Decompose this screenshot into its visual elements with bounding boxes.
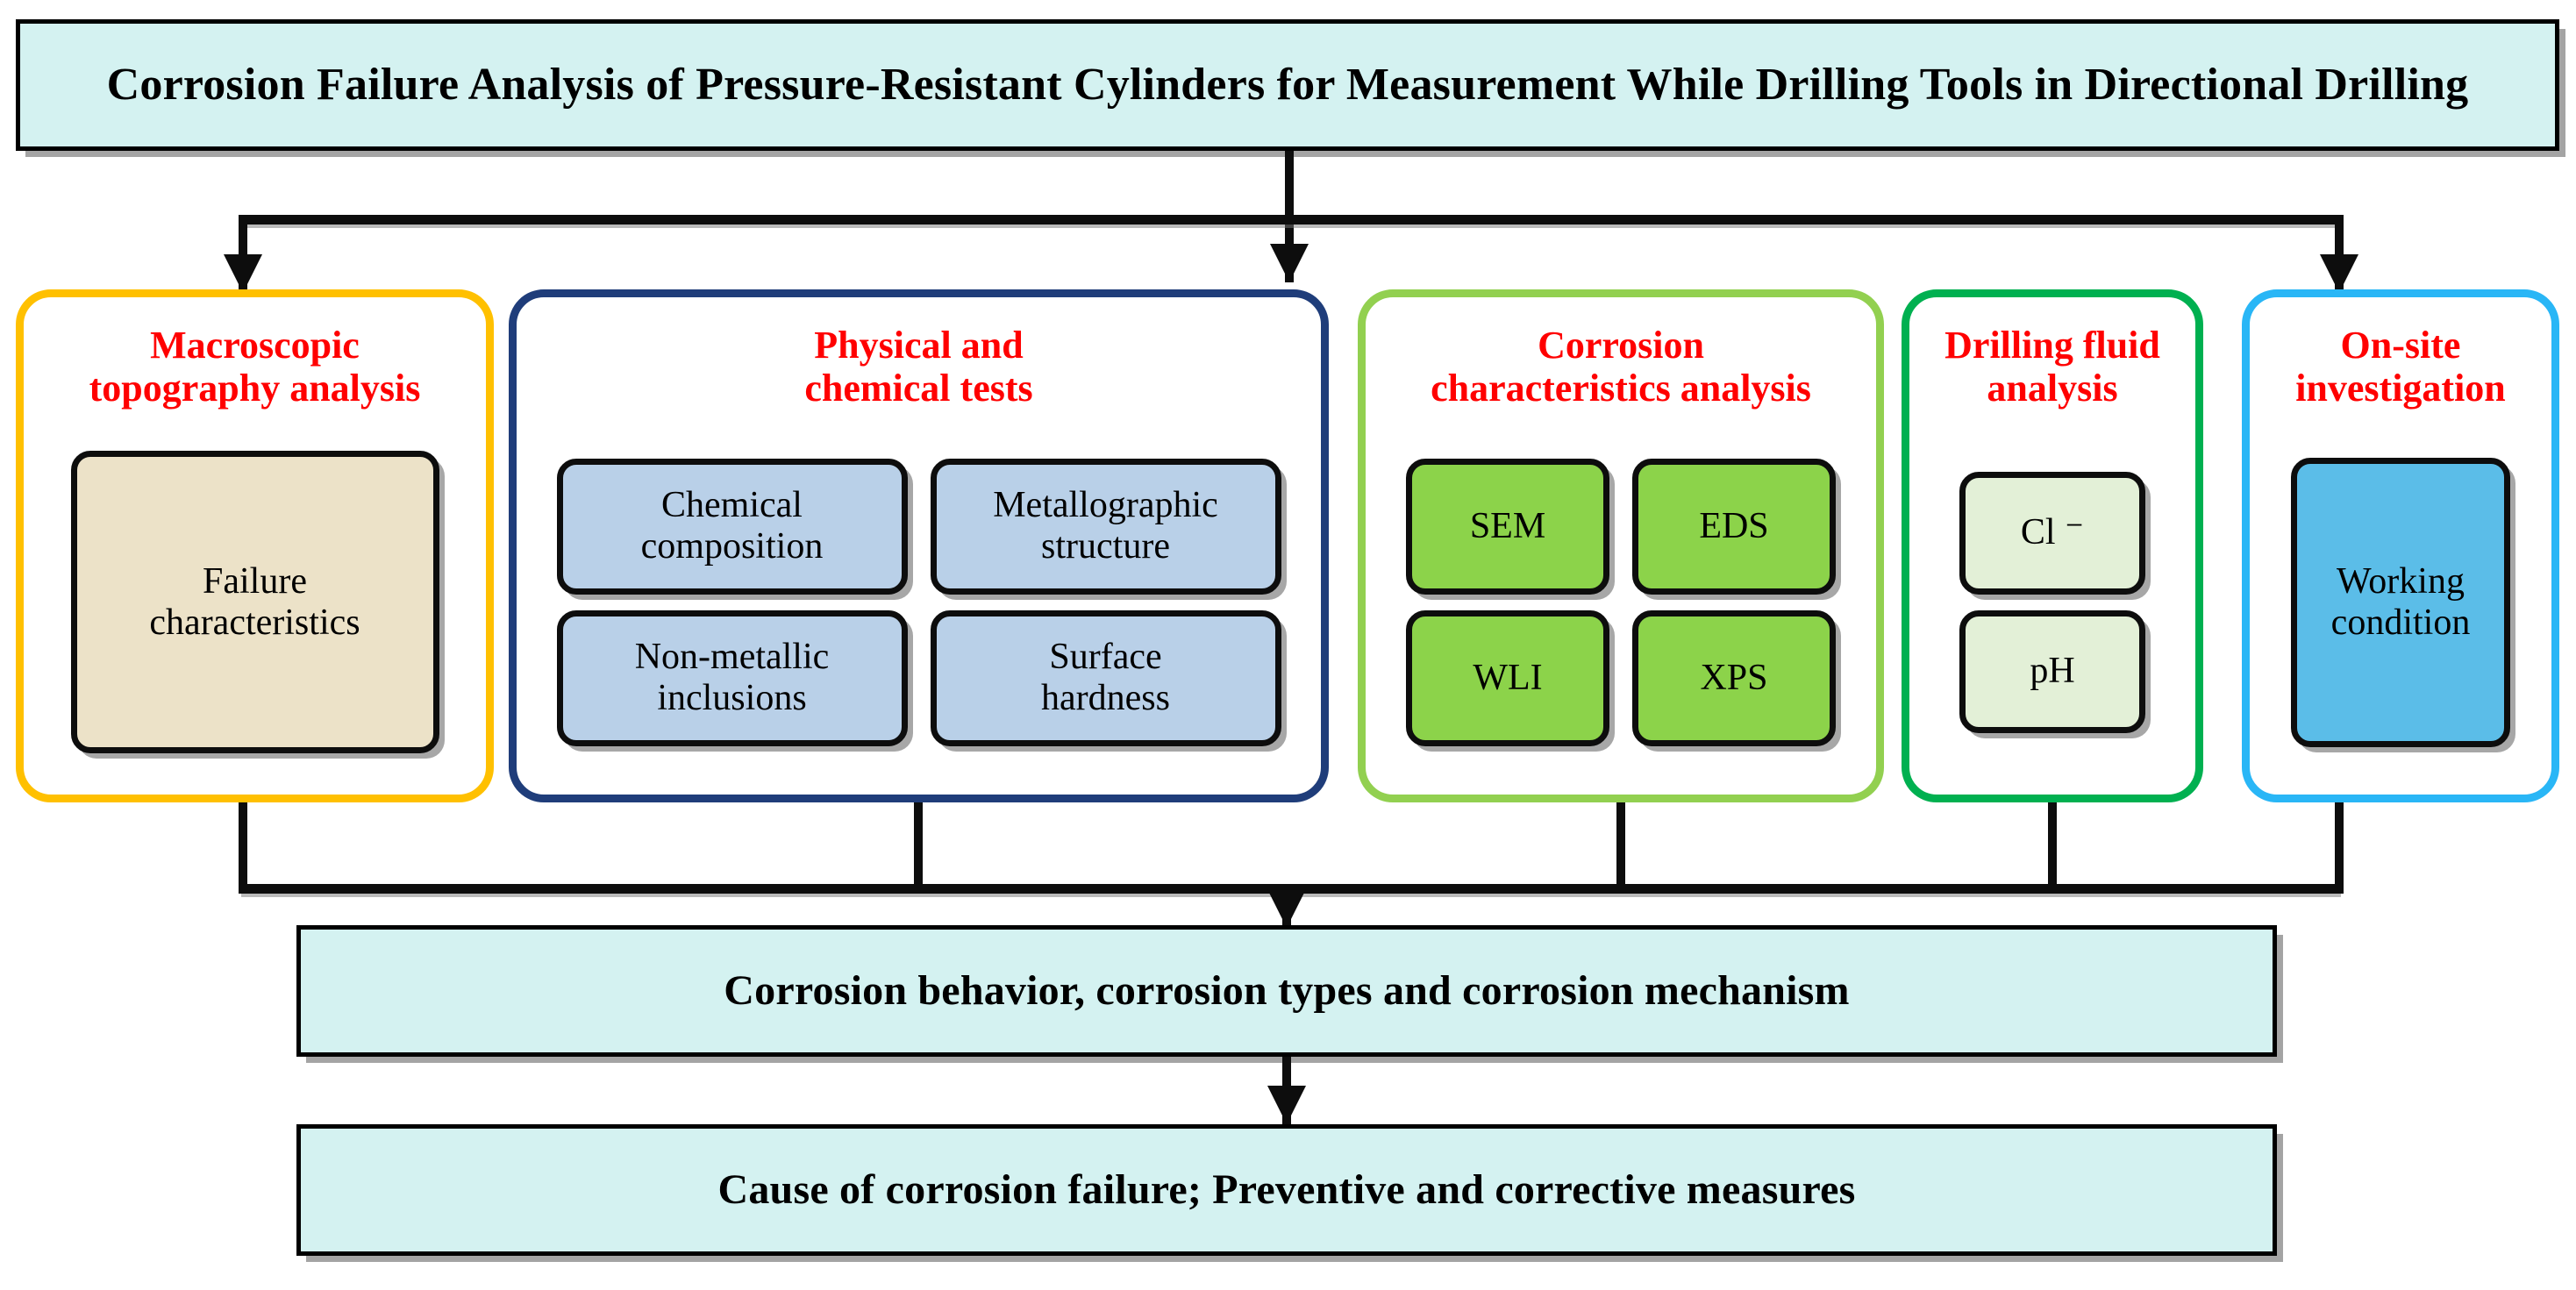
arrowhead-bus-to-onsite (2320, 254, 2358, 293)
page-title: Corrosion Failure Analysis of Pressure-R… (106, 60, 2469, 110)
category-on-site-investigation[interactable]: On-site investigation Working condition (2242, 289, 2559, 802)
category-title: Drilling fluid analysis (1944, 324, 2160, 410)
arrowhead-bus-to-result (1267, 889, 1306, 928)
connector-riser-physchem (914, 802, 923, 890)
category-items: Cl ⁻ pH (1909, 410, 2195, 795)
leaf-failure-characteristics[interactable]: Failure characteristics (70, 451, 439, 754)
arrowhead-result-to-conclusion (1267, 1086, 1306, 1124)
category-title: Macroscopic topography analysis (89, 324, 421, 410)
leaf-surface-hardness[interactable]: Surface hardness (930, 609, 1281, 746)
connector-riser-onsite (2335, 802, 2344, 890)
leaf-metallographic-structure[interactable]: Metallographic structure (930, 458, 1281, 595)
category-items: Failure characteristics (24, 410, 486, 795)
title-banner: Corrosion Failure Analysis of Pressure-R… (16, 19, 2559, 151)
connector-riser-macro (239, 802, 247, 890)
result-banner: Corrosion behavior, corrosion types and … (296, 925, 2277, 1057)
leaf-ph[interactable]: pH (1959, 609, 2145, 733)
category-title: Physical and chemical tests (804, 324, 1033, 410)
result-banner-text: Corrosion behavior, corrosion types and … (724, 966, 1850, 1014)
category-physical-and-chemical-tests[interactable]: Physical and chemical tests Chemical com… (509, 289, 1329, 802)
category-drilling-fluid-analysis[interactable]: Drilling fluid analysis Cl ⁻ pH (1902, 289, 2203, 802)
arrowhead-title-to-bus (1270, 244, 1309, 282)
category-corrosion-characteristics-analysis[interactable]: Corrosion characteristics analysis SEM E… (1358, 289, 1884, 802)
conclusion-banner-text: Cause of corrosion failure; Preventive a… (717, 1165, 1856, 1213)
leaf-chemical-composition[interactable]: Chemical composition (556, 458, 908, 595)
conclusion-banner: Cause of corrosion failure; Preventive a… (296, 1124, 2277, 1256)
leaf-sem[interactable]: SEM (1406, 458, 1609, 595)
category-items: Working condition (2250, 410, 2551, 795)
connector-bus-top (239, 215, 2344, 225)
category-items: Chemical composition Metallographic stru… (517, 410, 1321, 795)
leaf-xps[interactable]: XPS (1632, 609, 1836, 746)
leaf-eds[interactable]: EDS (1632, 458, 1836, 595)
leaf-non-metallic-inclusions[interactable]: Non-metallic inclusions (556, 609, 908, 746)
category-title: On-site investigation (2295, 324, 2506, 410)
leaf-wli[interactable]: WLI (1406, 609, 1609, 746)
leaf-chloride-ion[interactable]: Cl ⁻ (1959, 471, 2145, 595)
category-items: SEM EDS WLI XPS (1366, 410, 1876, 795)
arrowhead-bus-to-macro (224, 254, 262, 293)
category-title: Corrosion characteristics analysis (1431, 324, 1811, 410)
category-macroscopic-topography-analysis[interactable]: Macroscopic topography analysis Failure … (16, 289, 494, 802)
connector-bus-bottom (239, 884, 2344, 894)
connector-riser-corrosion (1616, 802, 1625, 890)
leaf-working-condition[interactable]: Working condition (2291, 457, 2510, 747)
connector-riser-fluid (2048, 802, 2057, 890)
